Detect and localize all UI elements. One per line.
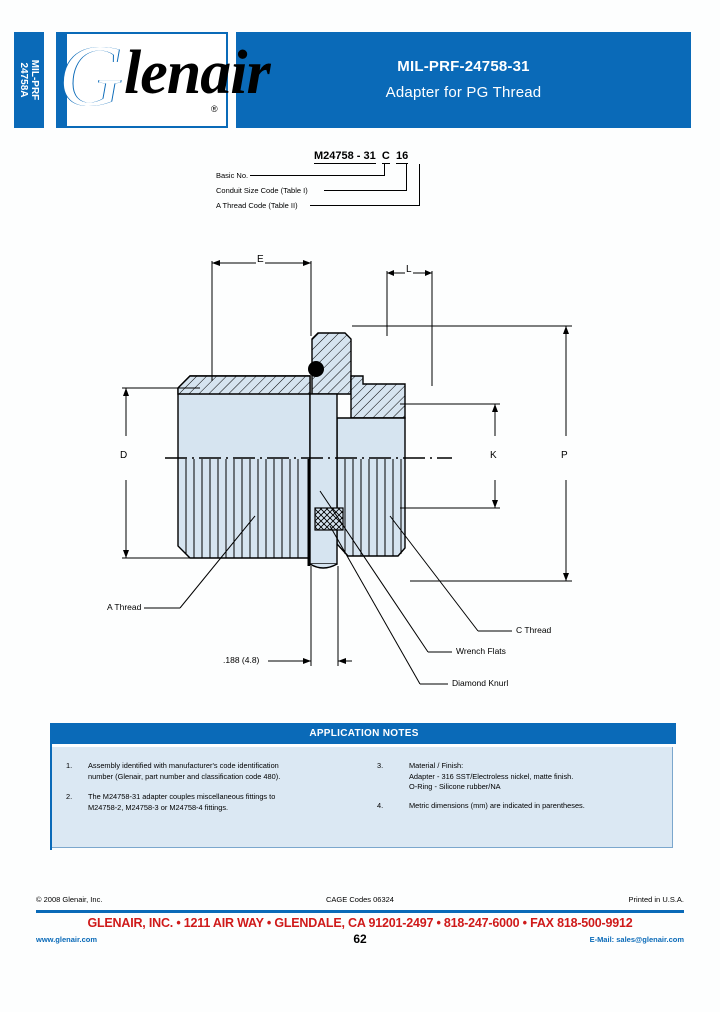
pn-a-thread-code: 16	[395, 150, 409, 164]
adapter-cross-section-drawing: E L D K P A Thread C Thread Wrench Flats…	[0, 236, 720, 706]
footer-address: GLENAIR, INC. • 1211 AIR WAY • GLENDALE,…	[87, 916, 633, 930]
dimension-label-D: D	[119, 450, 129, 461]
pn-leader-conduit	[324, 190, 407, 191]
note-1-number: 1.	[66, 761, 73, 770]
side-tab-line1: MIL-PRF	[29, 59, 40, 101]
pn-label-basic: Basic No.	[216, 171, 249, 180]
callout-label-a-thread: A Thread	[106, 602, 143, 612]
page-title: MIL-PRF-24758-31	[397, 58, 530, 75]
page-footer: © 2008 Glenair, Inc. CAGE Codes 06324 Pr…	[0, 895, 720, 985]
callout-label-wrench-flats: Wrench Flats	[455, 646, 507, 656]
spec-side-tab-text: MIL-PRF 24758A	[18, 60, 40, 101]
logo-wordmark: lenair	[124, 39, 271, 107]
pn-leader-basic	[250, 175, 385, 176]
side-tab-line2: 24758A	[18, 62, 29, 98]
note-2-number: 2.	[66, 792, 73, 801]
footer-cage-codes: CAGE Codes 06324	[326, 895, 394, 904]
footer-email-link[interactable]: E-Mail: sales@glenair.com	[589, 935, 684, 944]
pn-basic: M24758 - 31	[314, 150, 376, 164]
footer-printed-in: Printed in U.S.A.	[628, 895, 684, 904]
dimension-label-L: L	[405, 264, 413, 275]
adapter-right-body	[336, 417, 406, 557]
pn-leader-conduit-riser	[406, 164, 407, 191]
dimension-E	[211, 260, 312, 381]
note-2-text: The M24758-31 adapter couples miscellane…	[88, 792, 363, 813]
dimension-knurl-width	[268, 566, 352, 666]
note-3-text: Material / Finish: Adapter - 316 SST/Ele…	[409, 761, 669, 793]
part-number-code: M24758 - 31 C 16	[314, 150, 409, 164]
dimension-K	[400, 403, 500, 509]
note-2-line-1: The M24758-31 adapter couples miscellane…	[88, 792, 276, 801]
note-4-number: 4.	[377, 801, 384, 810]
pn-leader-basic-riser	[384, 164, 385, 176]
center-neck-bottom	[309, 563, 338, 569]
pn-leader-athread-riser	[419, 164, 420, 206]
note-3-number: 3.	[377, 761, 384, 770]
dimension-label-K: K	[489, 450, 498, 461]
pn-conduit-size-code: C	[381, 150, 390, 164]
footer-copyright: © 2008 Glenair, Inc.	[36, 895, 103, 904]
note-1-line-2: number (Glenair, part number and classif…	[88, 771, 281, 781]
footer-page-number: 62	[353, 932, 367, 946]
note-4-line-1: Metric dimensions (mm) are indicated in …	[409, 801, 585, 810]
c-thread-lines	[344, 459, 402, 556]
callout-label-diamond-knurl: Diamond Knurl	[451, 678, 510, 688]
dimension-label-P: P	[560, 450, 569, 461]
adapter-drawing-svg	[122, 260, 572, 685]
dimension-L	[386, 270, 433, 386]
a-thread-lines	[185, 459, 299, 558]
pn-label-a-thread: A Thread Code (Table II)	[216, 201, 298, 210]
oring-icon	[308, 361, 324, 377]
page-header: MIL-PRF-24758-31 Adapter for PG Thread	[236, 32, 691, 128]
pn-label-conduit-size: Conduit Size Code (Table I)	[216, 186, 308, 195]
dimension-D	[122, 387, 200, 559]
dimension-P	[352, 325, 572, 582]
callout-label-knurl-width: .188 (4.8)	[222, 655, 261, 665]
footer-website-link[interactable]: www.glenair.com	[36, 935, 97, 944]
footer-divider	[36, 910, 684, 913]
note-3-line-3: O-Ring - Silicone rubber/NA	[409, 782, 501, 791]
note-4-text: Metric dimensions (mm) are indicated in …	[409, 801, 669, 812]
registered-trademark-icon: ®	[211, 104, 218, 114]
note-1-text: Assembly identified with manufacturer's …	[88, 761, 358, 782]
application-notes-body: 1. Assembly identified with manufacturer…	[52, 747, 673, 848]
logo-white-field	[67, 34, 226, 126]
page-subtitle: Adapter for PG Thread	[385, 84, 542, 101]
pn-leader-athread	[310, 205, 420, 206]
left-body-section-hatch	[177, 375, 311, 395]
logo-initial-g: G	[59, 28, 123, 125]
callout-label-c-thread: C Thread	[515, 625, 553, 635]
note-2-line-2: M24758-2, M24758-3 or M24758-4 fittings.	[88, 802, 229, 812]
spec-side-tab: MIL-PRF 24758A	[14, 32, 44, 128]
application-notes-panel: APPLICATION NOTES 1. Assembly identified…	[50, 723, 676, 850]
callout-leaders	[144, 490, 512, 685]
application-notes-header: APPLICATION NOTES	[52, 723, 676, 744]
right-shoulder-hatch	[350, 375, 406, 419]
center-neck	[309, 393, 338, 565]
diamond-knurl-patch	[314, 507, 344, 531]
note-3-line-2: Adapter - 316 SST/Electroless nickel, ma…	[409, 771, 574, 781]
part-number-breakdown: M24758 - 31 C 16 Basic No. Conduit Size …	[0, 140, 720, 220]
note-1-line-1: Assembly identified with manufacturer's …	[88, 761, 279, 770]
dimension-label-E: E	[256, 254, 265, 265]
note-3-line-1: Material / Finish:	[409, 761, 464, 770]
